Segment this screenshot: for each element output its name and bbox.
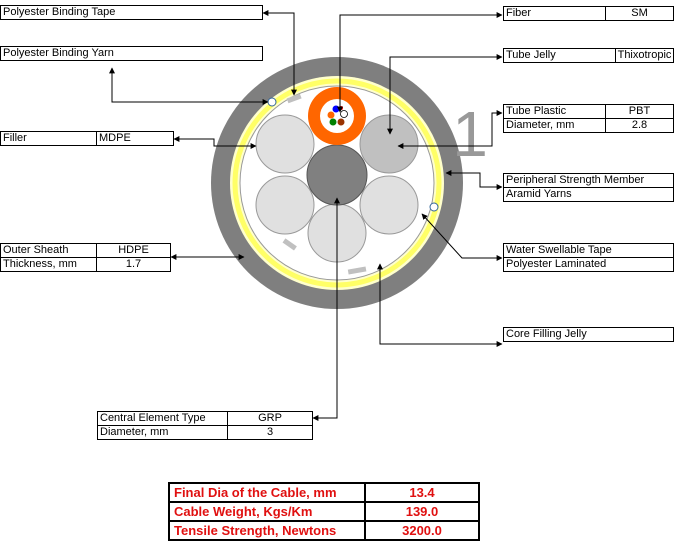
- leader-central: [312, 197, 340, 421]
- label-binding-tape: Polyester Binding Tape: [0, 5, 263, 20]
- leader-water-tape: [421, 213, 503, 261]
- summary-row: Final Dia of the Cable, mm 13.4: [168, 482, 480, 503]
- cable-summary-table: Final Dia of the Cable, mm 13.4 Cable We…: [168, 482, 480, 541]
- fiber-dot: [340, 110, 348, 118]
- fiber-value: SM: [631, 7, 648, 19]
- tube-jelly-value: Thixotropic: [617, 49, 672, 61]
- peripheral-line1: Peripheral Strength Member: [506, 174, 645, 186]
- central-value: GRP: [258, 412, 282, 424]
- filler-name: Filler: [3, 132, 27, 144]
- leader-filler: [173, 136, 257, 149]
- fiber-dot: [337, 118, 345, 126]
- binding-tape-mark: [286, 93, 302, 104]
- tube-jelly-name: Tube Jelly: [506, 49, 556, 61]
- outer-sheath-thickness-name: Thickness, mm: [3, 258, 77, 270]
- summary-value: 3200.0: [364, 520, 480, 541]
- tube-plastic-diameter-name: Diameter, mm: [506, 119, 575, 131]
- label-peripheral-strength: Peripheral Strength Member Aramid Yarns: [503, 173, 674, 202]
- outer-sheath-name: Outer Sheath: [3, 244, 69, 256]
- central-diameter-value: 3: [266, 426, 274, 438]
- tube-plastic-name: Tube Plastic: [506, 105, 567, 117]
- fiber-name: Fiber: [506, 7, 532, 19]
- label-tube-jelly: Tube Jelly Thixotropic: [503, 48, 674, 63]
- binding-tape-mark-2: [282, 238, 297, 251]
- summary-value: 13.4: [364, 482, 480, 503]
- binding-tape-text: Polyester Binding Tape: [3, 6, 116, 18]
- label-tube-plastic: Tube Plastic PBT Diameter, mm 2.8: [503, 104, 674, 133]
- summary-label: Final Dia of the Cable, mm: [168, 482, 366, 503]
- label-filler: Filler MDPE: [0, 131, 174, 146]
- water-tape-line1: Water Swellable Tape: [506, 244, 612, 256]
- tube-plastic-diameter-value: 2.8: [631, 119, 648, 131]
- summary-row: Tensile Strength, Newtons 3200.0: [168, 520, 480, 541]
- tube-plastic-value: PBT: [628, 105, 651, 117]
- filler-element: [255, 175, 315, 235]
- summary-label: Cable Weight, Kgs/Km: [168, 501, 366, 522]
- leader-tube-jelly: [387, 54, 503, 135]
- core-jelly-text: Core Filling Jelly: [506, 328, 587, 340]
- binding-yarn-dot-2: [429, 202, 439, 212]
- leader-fiber: [337, 12, 503, 113]
- summary-row: Cable Weight, Kgs/Km 139.0: [168, 501, 480, 522]
- fiber-dot: [332, 105, 340, 113]
- filler-element: [255, 114, 315, 174]
- central-diameter-name: Diameter, mm: [100, 426, 169, 438]
- central-name: Central Element Type: [100, 412, 206, 424]
- filler-element: [359, 175, 419, 235]
- peripheral-line2: Aramid Yarns: [506, 188, 572, 200]
- label-water-tape: Water Swellable Tape Polyester Laminated: [503, 243, 674, 272]
- label-central-element: Central Element Type GRP Diameter, mm 3: [97, 411, 313, 440]
- label-outer-sheath: Outer Sheath HDPE Thickness, mm 1.7: [0, 243, 171, 272]
- filler-element: [359, 114, 419, 174]
- leader-binding-tape: [262, 10, 297, 96]
- fiber-dot: [329, 118, 337, 126]
- leader-binding-yarn: [109, 67, 269, 105]
- leader-peripheral: [445, 170, 503, 190]
- central-strength-member: [306, 144, 368, 206]
- binding-yarn-text: Polyester Binding Yarn: [3, 47, 114, 59]
- label-binding-yarn: Polyester Binding Yarn: [0, 46, 263, 61]
- summary-value: 139.0: [364, 501, 480, 522]
- binding-tape-mark-3: [347, 266, 367, 275]
- loose-tube-inner: [320, 99, 354, 133]
- tube-number: 1: [452, 98, 488, 170]
- outer-sheath-value: HDPE: [118, 244, 149, 256]
- fiber-dot: [327, 111, 335, 119]
- label-core-jelly: Core Filling Jelly: [503, 327, 674, 342]
- summary-label: Tensile Strength, Newtons: [168, 520, 366, 541]
- water-tape-line2: Polyester Laminated: [506, 258, 607, 270]
- label-fiber: Fiber SM: [503, 6, 674, 21]
- leader-tube-plastic: [397, 110, 503, 149]
- binding-yarn-dot: [267, 97, 277, 107]
- outer-sheath-thickness-value: 1.7: [125, 258, 142, 270]
- leader-core-jelly: [377, 263, 503, 347]
- filler-value: MDPE: [99, 132, 131, 144]
